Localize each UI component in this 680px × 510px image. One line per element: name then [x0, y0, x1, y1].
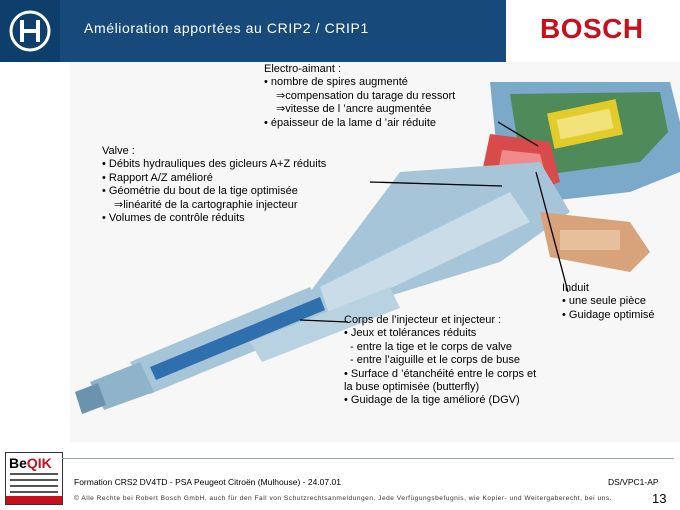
annotation-line: • Surface d ’étanchéité entre le corps e…: [344, 367, 537, 380]
page-number: 13: [652, 491, 667, 506]
annotation-title: Electro-aimant :: [264, 63, 342, 75]
injector-drawing: [75, 82, 680, 414]
annotation-line: • Débits hydrauliques des gicleurs A+Z r…: [102, 158, 327, 171]
annotation-line: ⇒linéarité de la cartographie injecteur: [114, 198, 298, 211]
annotation-title: Corps de l’injecteur et injecteur :: [344, 314, 502, 326]
footer-course-info: Formation CRS2 DV4TD - PSA Peugeot Citro…: [74, 477, 341, 487]
annotation-line: - entre l’aiguille et le corps de buse: [350, 354, 520, 367]
valve-annotation: Valve : • Débits hydrauliques des gicleu…: [102, 145, 326, 225]
header-band: [0, 0, 506, 62]
footer-divider: [62, 458, 674, 459]
annotation-line: la buse optimisée (butterfly): [344, 381, 480, 394]
annotation-title: Induit: [562, 282, 589, 294]
annotation-line: • nombre de spires augmenté: [264, 76, 408, 89]
annotation-line: ⇒compensation du tarage du ressort: [276, 89, 456, 102]
beqik-lines: [10, 473, 58, 497]
annotation-line: • épaisseur de la lame d ’air réduite: [264, 116, 436, 129]
annotation-line: • Volumes de contrôle réduits: [102, 212, 245, 225]
beqik-badge: BeQIK: [5, 452, 63, 505]
injector-cutaway-image: [70, 62, 680, 442]
annotation-line: • Rapport A/Z amélioré: [102, 171, 213, 184]
bosch-logo-text: BOSCH: [540, 13, 644, 44]
beqik-footer-bar: [6, 496, 62, 504]
corps-injecteur-annotation: Corps de l’injecteur et injecteur : • Je…: [344, 314, 536, 408]
annotation-line: • Jeux et tolérances réduits: [344, 327, 477, 340]
annotation-line: ⇒vitesse de l ’ancre augmentée: [276, 103, 432, 116]
footer-department: DS/VPC1-AP: [608, 477, 659, 487]
annotation-line: - entre la tige et le corps de valve: [350, 340, 513, 353]
annotation-line: • Géométrie du bout de la tige optimisée: [102, 185, 298, 198]
armature-icon: [9, 10, 51, 52]
beqik-title: BeQIK: [9, 455, 52, 471]
beqik-title-a: Be: [9, 455, 27, 471]
page-title: Amélioration apportées au CRIP2 / CRIP1: [84, 20, 369, 36]
annotation-line: • une seule pièce: [562, 295, 646, 308]
annotation-line: • Guidage de la tige amélioré (DGV): [344, 394, 520, 407]
annotation-line: • Guidage optimisé: [562, 308, 655, 321]
beqik-title-b: QIK: [26, 455, 52, 471]
electro-aimant-annotation: Electro-aimant : • nombre de spires augm…: [264, 63, 455, 130]
annotation-title: Valve :: [102, 145, 135, 157]
bosch-armature-logo: [0, 0, 60, 62]
footer-copyright: © Alle Rechte bei Robert Bosch GmbH, auc…: [74, 495, 612, 502]
induit-annotation: Induit • une seule pièce • Guidage optim…: [562, 282, 655, 322]
